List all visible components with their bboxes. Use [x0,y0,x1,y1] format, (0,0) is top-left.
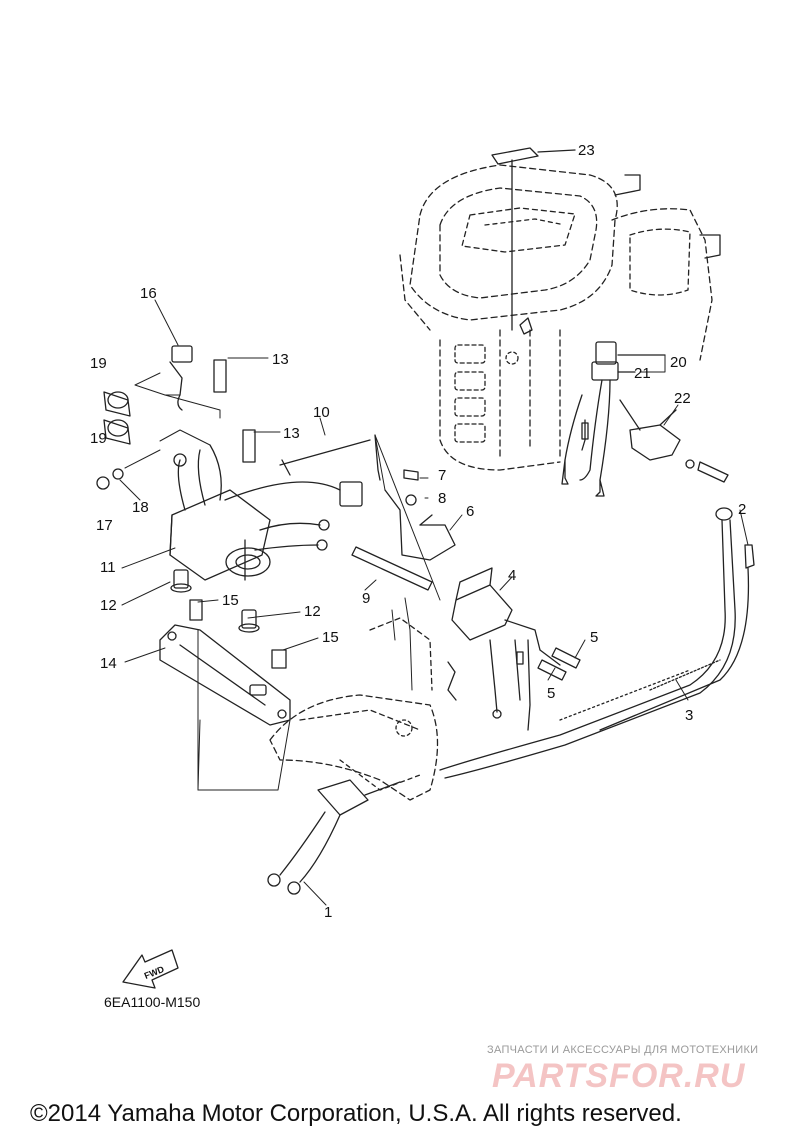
lower-housing [269,617,439,801]
callout-1: 1 [324,904,332,921]
part-23-clip [491,147,576,335]
part-1-ground-wire [267,779,401,895]
callout-19a: 19 [90,355,107,372]
callout-15b: 15 [322,629,339,646]
copyright-text: ©2014 Yamaha Motor Corporation, U.S.A. A… [30,1100,682,1127]
callout-11: 11 [100,559,116,576]
callout-13b: 13 [283,425,300,442]
part-12-13-15-hardware [170,359,287,669]
part-4-rectifier [447,567,561,731]
part-16-19-small-parts [96,345,193,490]
watermark-tagline: ЗАПЧАСТИ И АКСЕССУАРЫ ДЛЯ МОТОТЕХНИКИ [487,1044,759,1056]
callout-22: 22 [674,390,691,407]
callout-3: 3 [685,707,693,724]
watermark-logo: PARTSFOR.RU [492,1057,746,1095]
engine-block [399,164,721,471]
callout-17: 17 [96,517,113,534]
fwd-arrow-icon [122,949,179,989]
diagram-code: 6EA1100-M150 [104,994,201,1010]
callout-5a: 5 [590,629,598,646]
callout-14: 14 [100,655,117,672]
callout-2: 2 [738,501,746,518]
part-22-bracket [619,399,729,483]
part-6-bracket [384,469,456,561]
part-14-plate [159,624,291,726]
part-11-cdi-unit [169,444,363,581]
callout-20: 20 [670,354,687,371]
callout-18: 18 [132,499,149,516]
callout-13a: 13 [272,351,289,368]
part-20-21-relay [561,341,666,497]
part-5-bolts [537,647,581,681]
callout-23: 23 [578,142,595,159]
part-3-battery-cable [439,507,755,779]
callout-6: 6 [466,503,474,520]
part-9-10-cable-ties [279,434,433,591]
callout-21: 21 [634,365,651,382]
callout-9: 9 [362,590,370,607]
callout-8: 8 [438,490,446,507]
callout-12b: 12 [304,603,321,620]
callout-12a: 12 [100,597,117,614]
callout-7: 7 [438,467,446,484]
callout-4: 4 [508,567,516,584]
callout-15a: 15 [222,592,239,609]
callout-5b: 5 [547,685,555,702]
leader-lines [119,299,749,906]
callout-10: 10 [313,404,330,421]
callout-19b: 19 [90,430,107,447]
callout-16: 16 [140,285,157,302]
